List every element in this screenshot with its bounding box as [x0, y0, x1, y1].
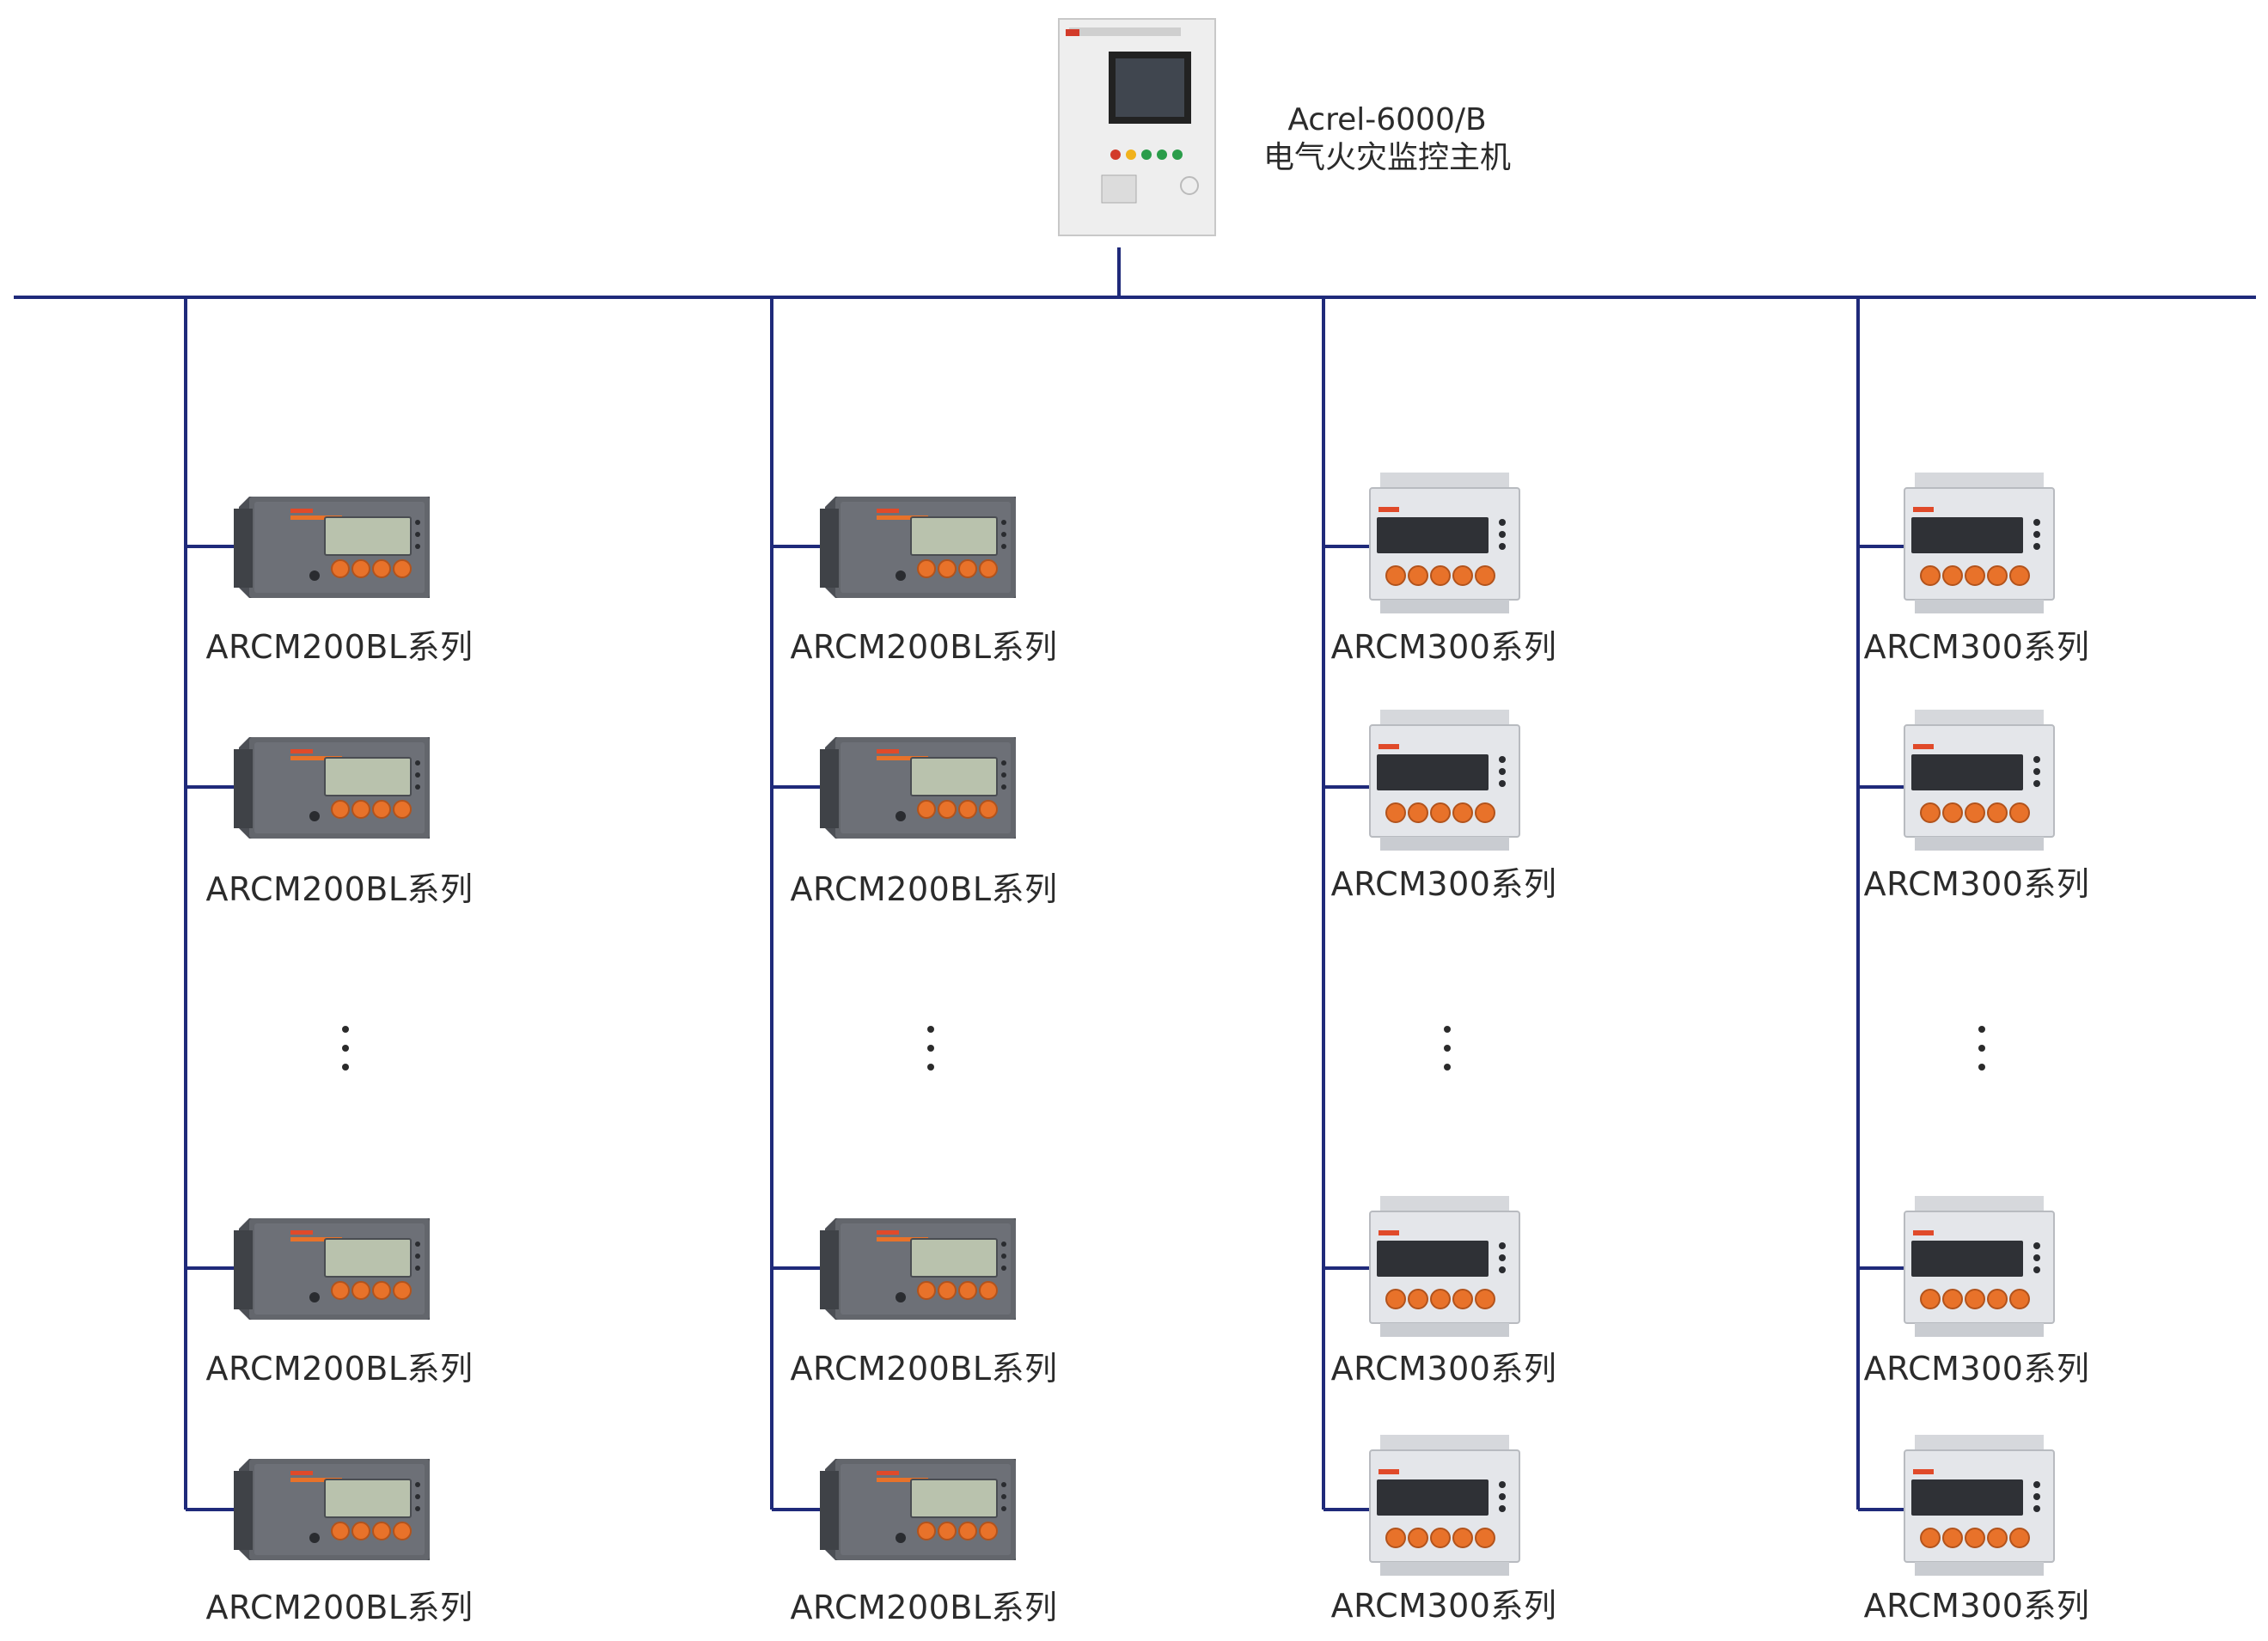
device-label: ARCM300系列 — [1330, 1587, 1557, 1625]
device-label: ARCM300系列 — [1863, 1350, 2090, 1388]
arcm200bl-device — [819, 1217, 1017, 1321]
arcm300-device — [1369, 709, 1520, 851]
arcm300-device — [1904, 1195, 2055, 1338]
arcm300-device — [1904, 472, 2055, 614]
device-label: ARCM300系列 — [1330, 865, 1557, 903]
host-model: Acrel-6000/B — [1287, 102, 1487, 137]
arcm200bl-device — [233, 1458, 431, 1561]
arcm300-device — [1904, 709, 2055, 851]
arcm200bl-device — [233, 1217, 431, 1321]
device-label: ARCM200BL系列 — [790, 870, 1058, 908]
device-label: ARCM200BL系列 — [205, 628, 474, 666]
arcm200bl-device — [819, 736, 1017, 839]
device-label: ARCM200BL系列 — [205, 1350, 474, 1388]
device-label: ARCM300系列 — [1330, 628, 1557, 666]
host-label: Acrel-6000/B 电气火灾监控主机 — [1263, 101, 1511, 177]
device-label: ARCM300系列 — [1863, 1587, 2090, 1625]
arcm300-device — [1369, 472, 1520, 614]
device-label: ARCM300系列 — [1863, 865, 2090, 903]
arcm300-device — [1369, 1195, 1520, 1338]
arcm200bl-device — [233, 736, 431, 839]
arcm300-device — [1369, 1434, 1520, 1577]
arcm200bl-device — [819, 496, 1017, 599]
device-label: ARCM300系列 — [1863, 628, 2090, 666]
bus-network — [14, 247, 2256, 1510]
ellipsis-dots — [342, 1026, 1985, 1071]
device-stubs — [186, 545, 1904, 1511]
host-name: 电气火灾监控主机 — [1263, 140, 1512, 175]
device-label: ARCM300系列 — [1330, 1350, 1557, 1388]
device-label: ARCM200BL系列 — [790, 628, 1058, 666]
host-cabinet — [1058, 18, 1216, 236]
device-label: ARCM200BL系列 — [790, 1350, 1058, 1388]
arcm200bl-device — [819, 1458, 1017, 1561]
arcm200bl-device — [233, 496, 431, 599]
device-label: ARCM200BL系列 — [790, 1589, 1058, 1626]
device-label: ARCM200BL系列 — [205, 870, 474, 908]
arcm300-device — [1904, 1434, 2055, 1577]
device-label: ARCM200BL系列 — [205, 1589, 474, 1626]
